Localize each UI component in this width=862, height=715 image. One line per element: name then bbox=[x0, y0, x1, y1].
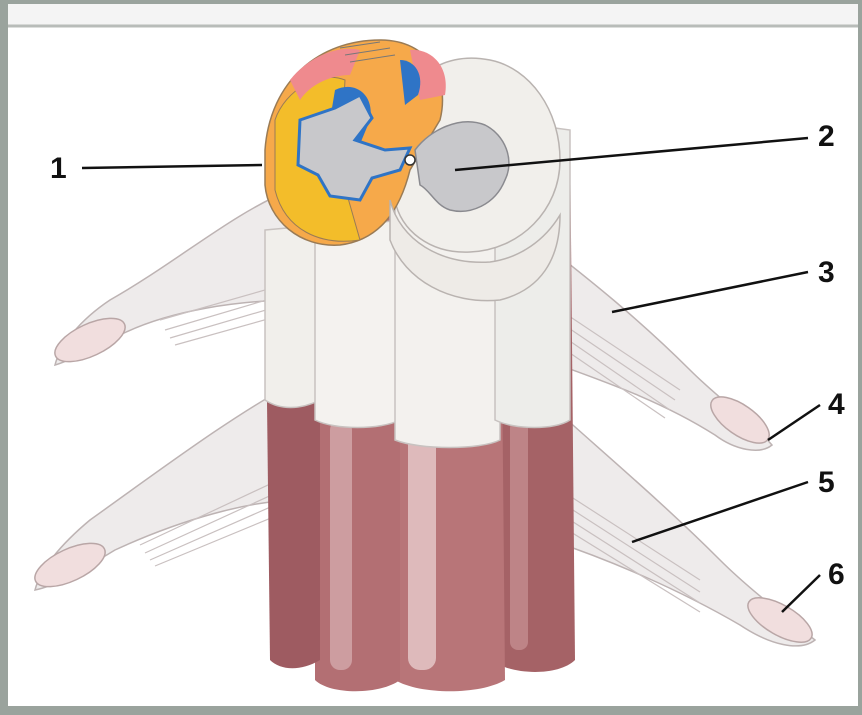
white-matter-left bbox=[265, 225, 320, 408]
paper-top-band bbox=[8, 4, 858, 26]
central-canal bbox=[405, 155, 415, 165]
column-highlight bbox=[330, 420, 352, 670]
label-1: 1 bbox=[50, 152, 67, 185]
label-3: 3 bbox=[818, 256, 835, 289]
white-matter-center-left bbox=[315, 220, 400, 428]
label-5: 5 bbox=[818, 466, 835, 499]
column-highlight bbox=[408, 420, 436, 670]
label-4: 4 bbox=[828, 388, 845, 421]
label-6: 6 bbox=[828, 558, 845, 591]
column-highlight bbox=[510, 420, 528, 650]
label-2: 2 bbox=[818, 120, 835, 153]
